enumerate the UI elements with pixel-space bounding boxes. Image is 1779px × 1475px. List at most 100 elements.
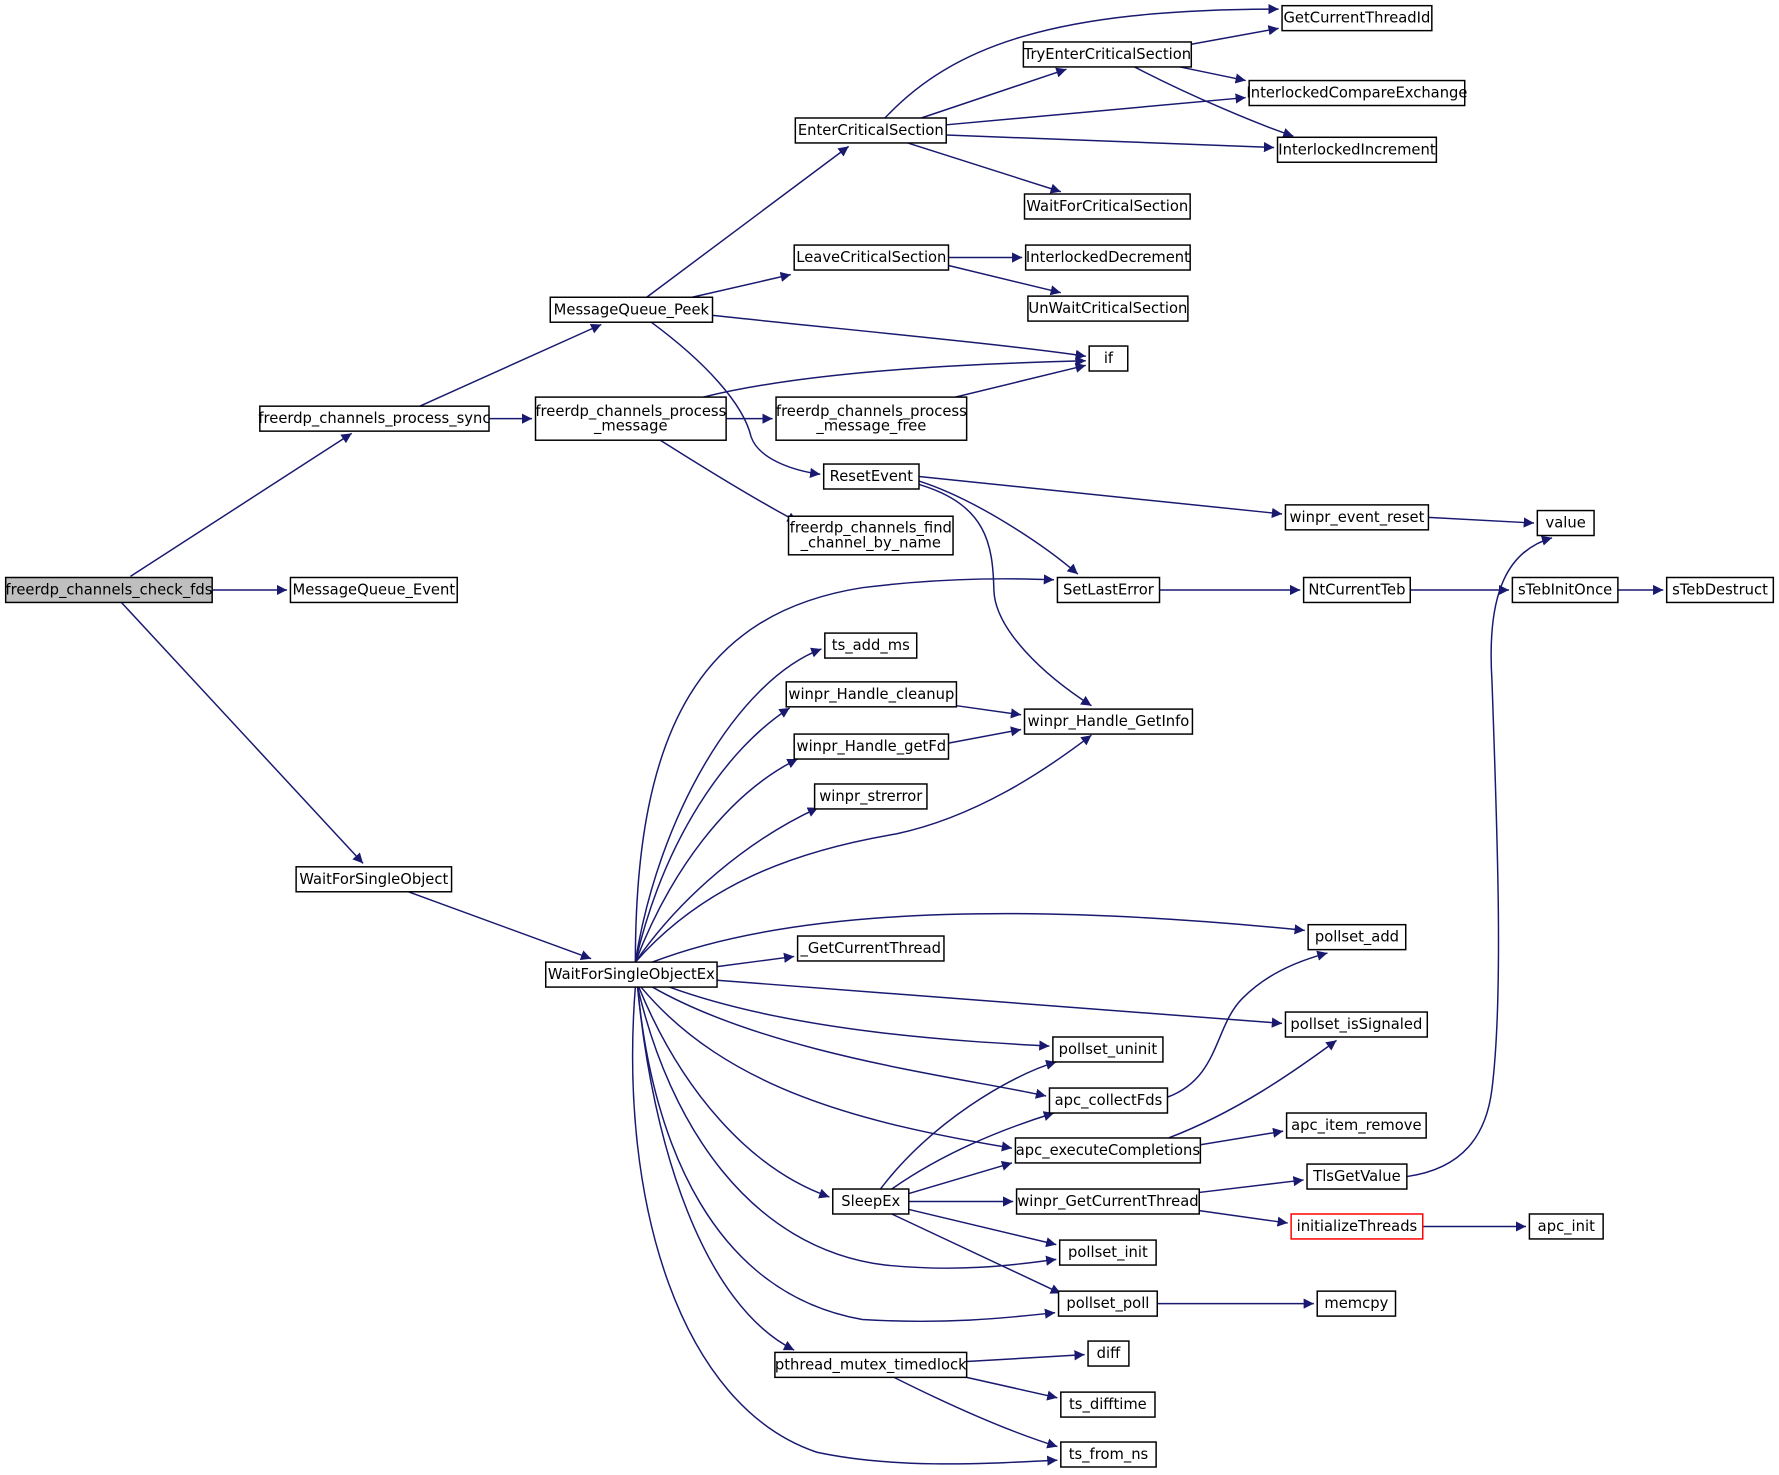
node-unwait-cs[interactable]: UnWaitCriticalSection [1027, 295, 1189, 322]
edge-winpr_get_current_thread-to-initialize_threads [1199, 1209, 1288, 1227]
node-label: LeaveCriticalSection [796, 249, 946, 266]
node-label: EnterCriticalSection [798, 122, 944, 139]
node-box [1057, 1290, 1158, 1317]
node-interlocked-inc[interactable]: InterlockedIncrement [1276, 136, 1438, 163]
node-enter-cs[interactable]: EnterCriticalSection [794, 117, 947, 144]
edge-wait_single_ex-to-handle_getfd [634, 758, 798, 963]
edge-enter_cs-to-interlocked_inc [946, 134, 1275, 153]
node-check-fds[interactable]: freerdp_channels_check_fds [4, 576, 213, 604]
node-interlocked-cmpxchg[interactable]: InterlockedCompareExchange [1246, 79, 1467, 107]
node-mq-peek[interactable]: MessageQueue_Peek [549, 296, 714, 323]
node-label: apc_init [1538, 1218, 1595, 1235]
node-handle-getfd[interactable]: winpr_Handle_getFd [793, 733, 950, 760]
node-get-current-thread-[interactable]: _GetCurrentThread [796, 935, 945, 962]
edge-sleepex-to-pollset_uninit [879, 1059, 1057, 1190]
node-box [1285, 1112, 1427, 1139]
node-box [785, 681, 958, 708]
node-get-current-thread-id[interactable]: GetCurrentThreadId [1281, 4, 1433, 32]
node-label: InterlockedDecrement [1026, 249, 1190, 266]
node-handle-cleanup[interactable]: winpr_Handle_cleanup [785, 681, 958, 708]
edge-wait_single_ex-to-timedlock [636, 987, 795, 1351]
node-handle-getinfo[interactable]: winpr_Handle_GetInfo [1023, 708, 1194, 735]
node-winpr-get-current-thread[interactable]: winpr_GetCurrentThread [1015, 1188, 1200, 1215]
node-memcpy[interactable]: memcpy [1316, 1290, 1397, 1317]
node-apc-init[interactable]: apc_init [1528, 1213, 1604, 1240]
node-label: memcpy [1324, 1295, 1388, 1312]
node-label: MessageQueue_Event [293, 582, 456, 599]
edge-apc_collect-to-pollset_add [1167, 950, 1328, 1098]
node-label: apc_executeCompletions [1016, 1142, 1200, 1159]
node-label: _GetCurrentThread [800, 940, 942, 957]
node-sleepex[interactable]: SleepEx [832, 1188, 910, 1215]
node-event-reset[interactable]: winpr_event_reset [1284, 504, 1430, 531]
node-box [289, 576, 458, 604]
edge-process_message-to-find_channel [659, 439, 798, 523]
node-box [1056, 576, 1161, 604]
node-label: WaitForCriticalSection [1026, 198, 1188, 215]
edges-layer [120, 3, 1664, 1466]
node-box [1048, 1087, 1169, 1114]
edge-winpr_get_current_thread-to-tls_get_value [1199, 1176, 1304, 1194]
edge-wait_single_ex-to-pollset_add [652, 912, 1305, 963]
node-label: pollset_isSignaled [1290, 1016, 1422, 1033]
node-box [1307, 923, 1407, 951]
node-pollset-uninit[interactable]: pollset_uninit [1052, 1036, 1164, 1063]
edge-mq_peek-to-enter_cs [646, 145, 850, 298]
node-box [1015, 1188, 1200, 1215]
node-set-last-error[interactable]: SetLastError [1056, 576, 1161, 604]
node-initialize-threads[interactable]: initializeThreads [1290, 1213, 1424, 1240]
node-wait-for-cs[interactable]: WaitForCriticalSection [1023, 193, 1191, 220]
node-label: NtCurrentTeb [1308, 582, 1405, 599]
edge-wait_single_ex-to-handle_cleanup [634, 707, 791, 963]
node-ts-from-ns[interactable]: ts_from_ns [1060, 1441, 1157, 1468]
node-diff[interactable]: diff [1087, 1340, 1130, 1367]
node-value[interactable]: value [1536, 509, 1595, 537]
node-box [295, 866, 453, 893]
node-box [1302, 576, 1412, 604]
node-box [774, 1351, 968, 1379]
node-steb-init-once[interactable]: sTebInitOnce [1511, 576, 1619, 604]
node-label: pthread_mutex_timedlock [775, 1356, 967, 1373]
node-apc-collect[interactable]: apc_collectFds [1048, 1087, 1169, 1114]
node-pollset-poll[interactable]: pollset_poll [1057, 1290, 1158, 1317]
node-label: freerdp_channels_process [776, 403, 967, 420]
node-label: winpr_Handle_cleanup [788, 686, 954, 703]
node-process-sync[interactable]: freerdp_channels_process_sync [258, 405, 490, 432]
node-wait-single[interactable]: WaitForSingleObject [295, 866, 453, 893]
edge-wait_single_ex-to-ts_from_ns [631, 987, 1058, 1466]
node-box [1027, 295, 1189, 322]
node-reset-event[interactable]: ResetEvent [822, 463, 920, 490]
node-tls-get-value[interactable]: TlsGetValue [1306, 1163, 1408, 1190]
edge-apc_execute-to-apc_item_remove [1200, 1127, 1284, 1146]
node-if[interactable]: if [1088, 345, 1129, 372]
node-wait-single-ex[interactable]: WaitForSingleObjectEx [544, 961, 718, 988]
node-leave-cs[interactable]: LeaveCriticalSection [793, 244, 950, 271]
nodes-layer: freerdp_channels_check_fds freerdp_channe… [4, 4, 1775, 1468]
edge-wait_single_ex-to-ts_add_ms [634, 647, 822, 963]
node-nt-current-teb[interactable]: NtCurrentTeb [1302, 576, 1412, 604]
node-box [1014, 1137, 1202, 1164]
node-pollset-issignaled[interactable]: pollset_isSignaled [1284, 1011, 1429, 1038]
edge-enter_cs-to-wait_for_cs [907, 142, 1062, 194]
node-steb-destruct[interactable]: sTebDestruct [1665, 576, 1775, 604]
edge-sleepex-to-apc_execute [908, 1160, 1013, 1195]
edge-wait_single_ex-to-pollset_issignaled [716, 979, 1283, 1028]
node-mq-event[interactable]: MessageQueue_Event [289, 576, 458, 604]
node-apc-execute[interactable]: apc_executeCompletions [1014, 1137, 1202, 1164]
node-ts-add-ms[interactable]: ts_add_ms [824, 632, 918, 659]
node-pollset-init[interactable]: pollset_init [1058, 1239, 1157, 1266]
edge-process_message-to-if [703, 355, 1086, 398]
node-interlocked-dec[interactable]: InterlockedDecrement [1024, 244, 1191, 271]
node-ts-difftime[interactable]: ts_difftime [1060, 1391, 1156, 1418]
node-timedlock[interactable]: pthread_mutex_timedlock [774, 1351, 968, 1379]
node-box [1511, 576, 1619, 604]
node-find-channel[interactable]: freerdp_channels_find_channel_by_name [787, 515, 954, 556]
node-process-message[interactable]: freerdp_channels_process_message [534, 396, 727, 441]
node-try-enter-cs[interactable]: TryEnterCriticalSection [1023, 41, 1193, 68]
node-pollset-add[interactable]: pollset_add [1307, 923, 1407, 951]
edge-leave_cs-to-unwait_cs [948, 264, 1061, 296]
node-apc-item-remove[interactable]: apc_item_remove [1285, 1112, 1427, 1139]
node-strerror[interactable]: winpr_strerror [813, 783, 928, 810]
node-process-message-free[interactable]: freerdp_channels_process_message_free [775, 396, 968, 441]
